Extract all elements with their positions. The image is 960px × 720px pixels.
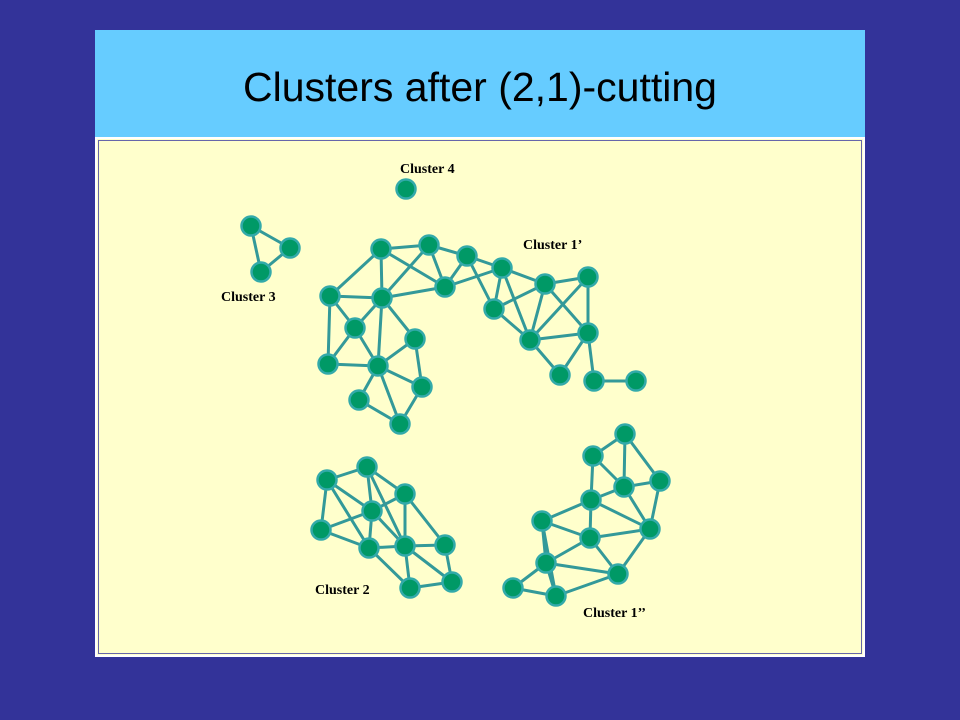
graph-node	[371, 287, 393, 309]
graph-node	[549, 364, 571, 386]
graph-node	[582, 445, 604, 467]
graph-node	[583, 370, 605, 392]
label-cluster-3: Cluster 3	[221, 290, 276, 305]
graph-edge	[365, 465, 407, 548]
title-bar: Clusters after (2,1)-cutting	[95, 30, 865, 137]
graph-node	[483, 298, 505, 320]
graph-node	[404, 328, 426, 350]
slide-panel: Clusters after (2,1)-cutting	[95, 30, 865, 657]
graph-edge	[326, 294, 332, 366]
graph-node	[389, 413, 411, 435]
graph-edge	[403, 492, 447, 547]
graph-node	[531, 510, 553, 532]
graph-node	[418, 234, 440, 256]
label-cluster-4: Cluster 4	[400, 162, 455, 177]
graph-node	[361, 500, 383, 522]
graph-node	[434, 276, 456, 298]
graph-node	[456, 245, 478, 267]
graph-node	[535, 552, 557, 574]
nodes-layer	[240, 178, 671, 607]
graph-node	[394, 535, 416, 557]
graph-node	[607, 563, 629, 585]
graph-edge	[325, 478, 371, 550]
graph-node	[577, 266, 599, 288]
graph-node	[240, 215, 262, 237]
graph-edge	[544, 561, 620, 576]
graph-node	[358, 537, 380, 559]
graph-node	[545, 585, 567, 607]
graph-node	[344, 317, 366, 339]
graph-edge	[589, 498, 652, 531]
graph-node	[370, 238, 392, 260]
label-cluster-2: Cluster 2	[315, 583, 370, 598]
graph-edge	[380, 243, 431, 300]
graph-node	[579, 527, 601, 549]
graph-node	[356, 456, 378, 478]
graph-node	[649, 470, 671, 492]
graph-edge	[328, 247, 383, 298]
graph-node	[279, 237, 301, 259]
graph-node	[534, 273, 556, 295]
graph-node	[348, 389, 370, 411]
content-area	[95, 137, 865, 657]
graph-node	[394, 483, 416, 505]
graph-node	[613, 476, 635, 498]
graph-node	[625, 370, 647, 392]
graph-edge	[379, 247, 447, 289]
graph-node	[434, 534, 456, 556]
slide-title: Clusters after (2,1)-cutting	[243, 64, 717, 110]
graph-node	[614, 423, 636, 445]
graph-edge	[376, 296, 384, 368]
graph-edge	[500, 266, 532, 342]
graph-edge	[528, 275, 590, 342]
graph-node	[310, 519, 332, 541]
graph-node	[491, 257, 513, 279]
graph-node	[519, 329, 541, 351]
graph-node	[250, 261, 272, 283]
graph-node	[411, 376, 433, 398]
graph-node	[319, 285, 341, 307]
graph-node	[580, 489, 602, 511]
graph-node	[399, 577, 421, 599]
graph-node	[441, 571, 463, 593]
graph-edge	[554, 572, 620, 598]
graph-node	[367, 355, 389, 377]
graph-node	[395, 178, 417, 200]
label-cluster-1-prime: Cluster 1’	[523, 238, 582, 253]
graph-node	[317, 353, 339, 375]
graph-node	[577, 322, 599, 344]
graph-node	[316, 469, 338, 491]
graph-node	[639, 518, 661, 540]
graph-node	[502, 577, 524, 599]
label-cluster-1-double-prime: Cluster 1’’	[583, 606, 646, 621]
graph-edge	[543, 282, 590, 335]
